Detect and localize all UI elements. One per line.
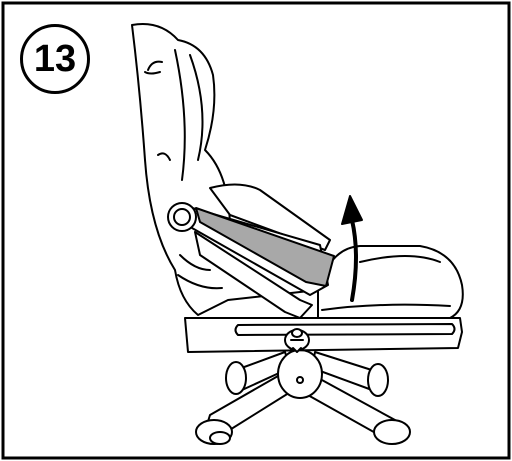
upward-curved-arrow-icon — [341, 195, 363, 302]
pivot-inner — [173, 208, 191, 226]
adjustment-knob-icon — [284, 328, 310, 353]
armrest — [209, 183, 331, 251]
seat-slot — [234, 323, 456, 336]
step-number-badge: 13 — [20, 24, 90, 94]
step-number: 13 — [33, 38, 77, 80]
chair-base-legs — [195, 349, 411, 445]
highlighted-release-panel — [195, 207, 335, 287]
